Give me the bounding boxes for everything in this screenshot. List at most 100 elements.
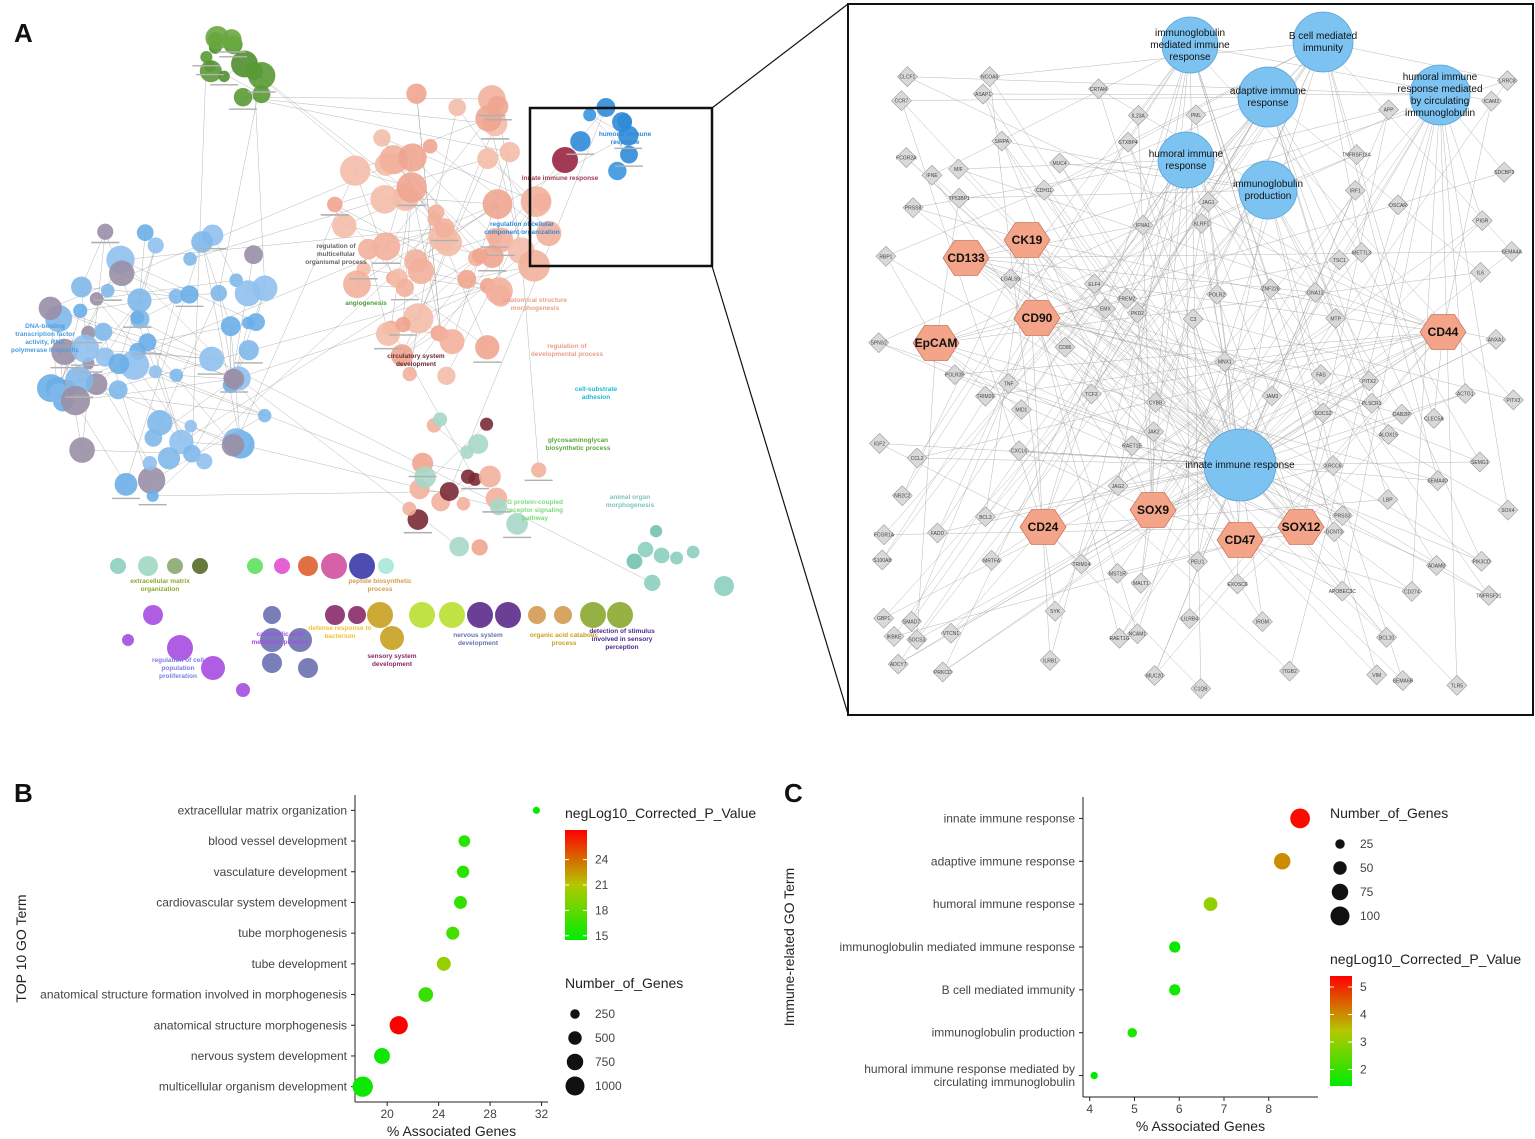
gene-node bbox=[1227, 573, 1248, 595]
gene-label: SOCS3 bbox=[908, 638, 925, 644]
gene-label: ICAM2 bbox=[1484, 99, 1500, 105]
gene-label: FCGR1A bbox=[874, 533, 895, 539]
node-caption bbox=[210, 84, 239, 86]
y-tick-label: B cell mediated immunity bbox=[942, 983, 1075, 997]
go-term-node bbox=[1292, 11, 1354, 73]
y-tick-label: anatomical structure formation involved … bbox=[40, 988, 347, 1002]
network-edge bbox=[1036, 317, 1120, 639]
size-legend-dot bbox=[570, 1009, 580, 1019]
gene-label: IFNA1 bbox=[1136, 223, 1150, 229]
gene-node bbox=[1454, 383, 1476, 404]
network-edge bbox=[1091, 96, 1269, 395]
network-edge bbox=[1001, 140, 1241, 541]
gene-node bbox=[902, 197, 924, 219]
go-term-node bbox=[428, 204, 445, 221]
network-edge bbox=[1117, 526, 1302, 574]
go-term-label: response mediated bbox=[1397, 84, 1482, 95]
cluster-label: polymerase II-specific bbox=[11, 347, 79, 354]
cluster-label: organic acid catabolic bbox=[530, 632, 599, 639]
network-edge bbox=[1189, 44, 1404, 681]
gene-label: IGF2 bbox=[874, 441, 885, 447]
node-caption bbox=[503, 536, 532, 539]
go-term-node bbox=[257, 408, 272, 423]
cluster-label: receptor signaling bbox=[507, 507, 563, 514]
gene-node bbox=[1143, 421, 1165, 443]
node-caption bbox=[71, 364, 100, 366]
node-caption bbox=[220, 391, 249, 393]
data-point bbox=[456, 865, 470, 878]
size-legend-dot bbox=[1331, 883, 1349, 901]
go-term-node bbox=[184, 419, 198, 433]
node-caption bbox=[397, 204, 426, 207]
gene-node bbox=[1145, 392, 1166, 413]
node-caption bbox=[50, 366, 79, 369]
data-point bbox=[454, 896, 467, 909]
go-term-node bbox=[148, 365, 162, 379]
go-term-label: humoral immune bbox=[1149, 149, 1224, 160]
network-edge bbox=[1117, 94, 1441, 574]
network-edge bbox=[409, 201, 537, 375]
go-term-node bbox=[262, 653, 282, 673]
network-edge bbox=[916, 342, 937, 640]
gene-label: SIRPA bbox=[994, 139, 1009, 145]
cluster-label: glycosaminoglycan bbox=[548, 437, 608, 444]
network-edge bbox=[1239, 464, 1489, 596]
go-term-node bbox=[457, 269, 477, 289]
go-term-node bbox=[136, 224, 154, 242]
go-term-node bbox=[460, 469, 476, 484]
gene-label: CXCL6 bbox=[1011, 449, 1027, 455]
network-edge bbox=[1267, 96, 1389, 500]
go-term-node bbox=[478, 465, 501, 488]
gene-label: VTCN1 bbox=[943, 631, 960, 637]
gene-label: TRIM14 bbox=[1072, 562, 1090, 568]
cluster-label: morphogenesis bbox=[606, 502, 655, 509]
go-term-node bbox=[274, 558, 290, 574]
node-caption bbox=[482, 511, 511, 513]
gene-node bbox=[1376, 626, 1397, 648]
cluster-label: regulation of cell bbox=[152, 657, 204, 664]
color-legend-bar bbox=[565, 830, 587, 940]
gene-node bbox=[1471, 550, 1492, 572]
go-term-node bbox=[236, 683, 250, 697]
gene-label: BCL3 bbox=[979, 515, 992, 521]
network-edge bbox=[420, 107, 458, 272]
gene-node bbox=[1144, 665, 1166, 686]
gene-node bbox=[940, 622, 962, 644]
go-term-node bbox=[486, 228, 503, 245]
go-term-node bbox=[69, 437, 95, 463]
y-tick-label: immunoglobulin production bbox=[932, 1026, 1075, 1040]
gene-node bbox=[1331, 505, 1353, 526]
network-edge bbox=[1059, 162, 1241, 466]
network-edge bbox=[1094, 283, 1241, 466]
network-edge bbox=[942, 331, 1444, 673]
go-term-label: production bbox=[1245, 191, 1292, 202]
zoom-connector-top bbox=[711, 3, 849, 109]
marker-label: CK19 bbox=[1012, 233, 1043, 247]
cluster-label: nervous system bbox=[453, 632, 503, 639]
gene-node bbox=[1126, 623, 1148, 645]
right-network-gene-nodes: IFNETNFSEMG1CLCF1MIFTNFRSF13ACXCL6NR2C2S… bbox=[868, 66, 1524, 699]
go-term-node bbox=[192, 558, 208, 574]
go-term-label: innate immune response bbox=[1185, 460, 1295, 471]
go-term-label: immunity bbox=[1303, 43, 1343, 54]
y-tick-label: innate immune response bbox=[944, 811, 1076, 825]
cluster-label: process bbox=[368, 586, 393, 593]
node-caption bbox=[198, 247, 227, 250]
node-caption bbox=[403, 531, 432, 534]
network-edge bbox=[451, 255, 481, 342]
gene-node bbox=[891, 485, 913, 507]
gene-label: PRSS8 bbox=[905, 206, 922, 212]
network-edge bbox=[1322, 41, 1435, 419]
cluster-label: carboxylic acid bbox=[257, 631, 304, 638]
gene-node bbox=[1107, 562, 1128, 584]
go-term-node bbox=[127, 288, 152, 313]
network-edge bbox=[181, 257, 477, 443]
network-edge bbox=[883, 189, 1269, 619]
size-legend-dot bbox=[1335, 839, 1345, 849]
data-point bbox=[1127, 1027, 1137, 1038]
go-term-node bbox=[143, 605, 163, 625]
gene-node bbox=[1496, 70, 1518, 92]
go-term-node bbox=[1161, 16, 1219, 74]
network-edge bbox=[989, 76, 1241, 466]
network-edge bbox=[1267, 96, 1482, 562]
